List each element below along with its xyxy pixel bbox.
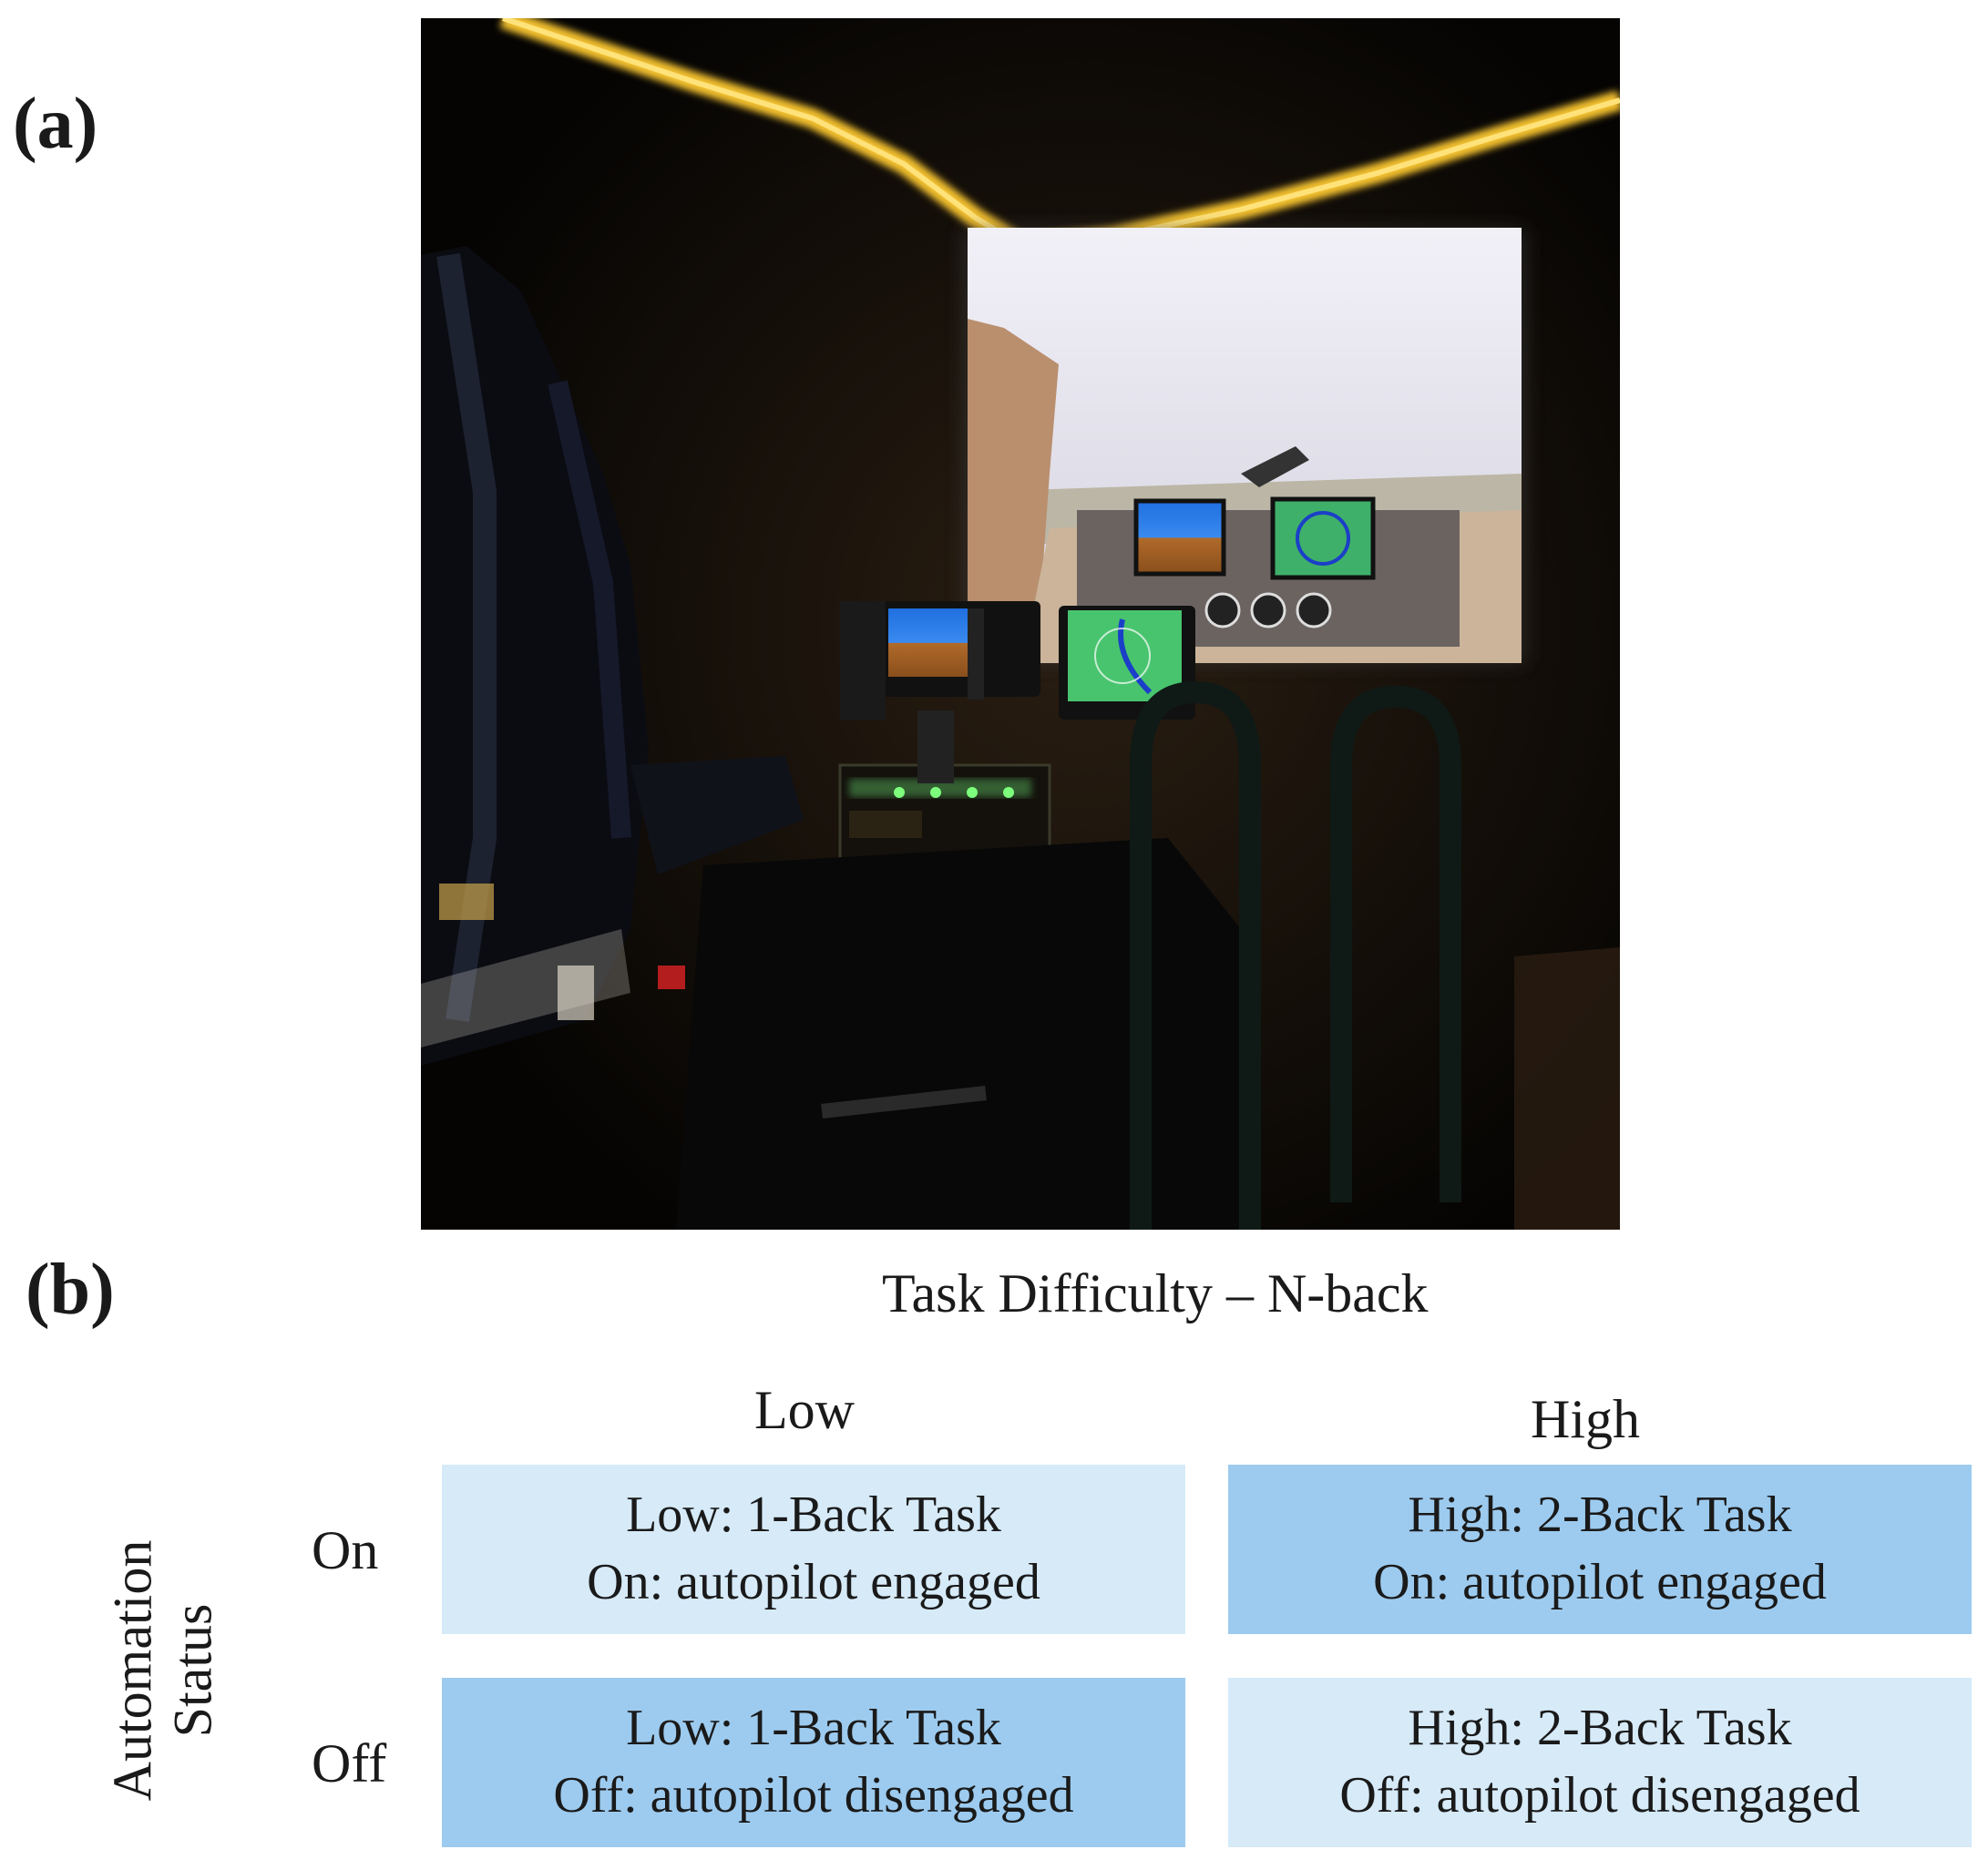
cell-line-automation: On: autopilot engaged [1373,1554,1827,1610]
task-difficulty-title: Task Difficulty – N-back [882,1263,1429,1323]
simulator-frame [658,680,1620,1230]
cell-line-task: High: 2-Back Task [1408,1487,1792,1544]
cell-line-task: Low: 1-Back Task [626,1700,1001,1757]
column-header-high: High [1531,1389,1640,1449]
axis-label-line2: Status [162,1603,223,1738]
pilot-seat [421,246,804,1066]
cell-line-automation: Off: autopilot disengaged [1339,1767,1860,1824]
condition-cell-low-off: Low: 1-Back Task Off: autopilot disengag… [442,1678,1185,1847]
cell-line-task: High: 2-Back Task [1408,1700,1792,1757]
automation-status-axis-label: Automation Status [95,1507,230,1834]
condition-cell-high-off: High: 2-Back Task Off: autopilot disenga… [1228,1678,1972,1847]
row-header-on: On [312,1520,379,1580]
cell-line-automation: On: autopilot engaged [587,1554,1040,1610]
panel-label-a: (a) [13,84,98,164]
cell-line-automation: Off: autopilot disengaged [553,1767,1074,1824]
simulator-photo [421,18,1620,1230]
condition-cell-high-on: High: 2-Back Task On: autopilot engaged [1228,1465,1972,1634]
instrument-panel [840,601,1195,720]
panel-label-b: (b) [26,1250,115,1330]
cell-line-task: Low: 1-Back Task [626,1487,1001,1544]
row-header-off: Off [312,1733,387,1793]
condition-cell-low-on: Low: 1-Back Task On: autopilot engaged [442,1465,1185,1634]
column-header-low: Low [754,1380,855,1440]
axis-label-line1: Automation [102,1539,163,1802]
main-screen [964,228,1525,663]
